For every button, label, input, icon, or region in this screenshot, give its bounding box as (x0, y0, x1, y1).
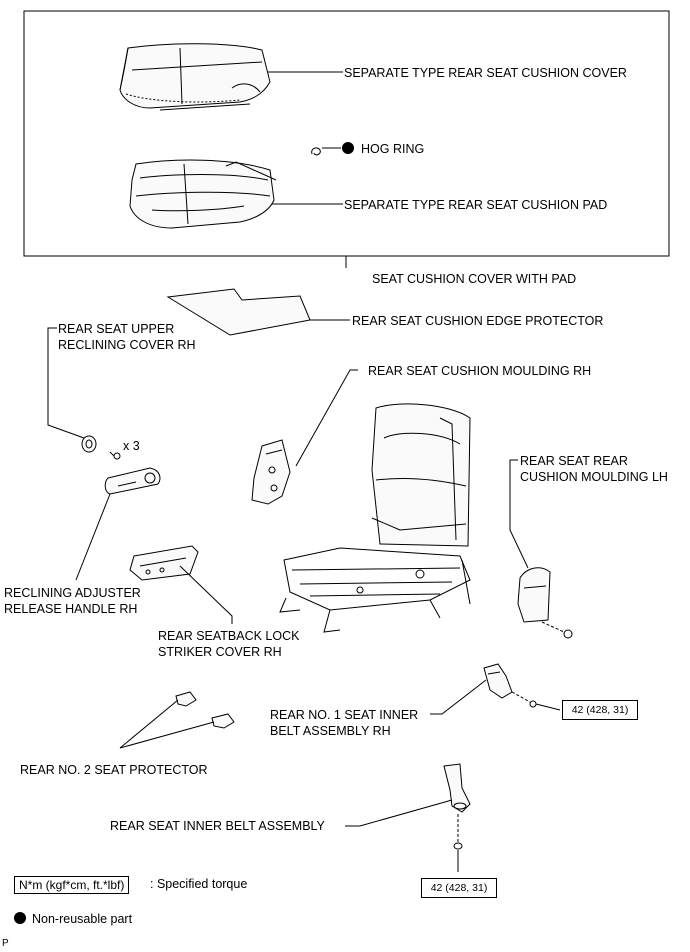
cushion-moulding-rh-drawing (251, 439, 291, 505)
label-striker-cover-line2: STRIKER COVER RH (158, 645, 282, 659)
striker-cover-drawing (129, 545, 199, 581)
no1-inner-belt-drawing (483, 663, 561, 711)
non-reusable-legend-dot (14, 912, 26, 924)
label-cushion-moulding-rh: REAR SEAT CUSHION MOULDING RH (368, 364, 592, 378)
rear-cushion-moulding-lh-drawing (517, 567, 551, 623)
hog-ring-drawing (311, 147, 321, 156)
label-rear-cushion-moulding-lh-line2: CUSHION MOULDING LH (520, 470, 668, 484)
seat-assembly-drawing (279, 403, 471, 633)
label-no1-inner-belt-line1: REAR NO. 1 SEAT INNER (270, 708, 419, 722)
label-edge-protector: REAR SEAT CUSHION EDGE PROTECTOR (352, 314, 604, 328)
label-inner-belt-assembly: REAR SEAT INNER BELT ASSEMBLY (110, 819, 325, 833)
label-no1-inner-belt-line2: BELT ASSEMBLY RH (270, 724, 391, 738)
label-upper-reclining-cover-line2: RECLINING COVER RH (58, 338, 196, 352)
label-striker-cover-line1: REAR SEATBACK LOCK (158, 629, 300, 643)
label-release-handle-line1: RECLINING ADJUSTER (4, 586, 141, 600)
inner-belt-assembly-drawing (443, 763, 471, 872)
cushion-cover-drawing (119, 43, 271, 111)
label-cushion-cover: SEPARATE TYPE REAR SEAT CUSHION COVER (344, 66, 627, 80)
cushion-group-frame (23, 10, 670, 257)
label-no2-seat-protector: REAR NO. 2 SEAT PROTECTOR (20, 763, 208, 777)
legend-torque-unit-box: N*m (kgf*cm, ft.*lbf) (14, 876, 130, 894)
cushion-pad-drawing (129, 159, 277, 229)
leader-lines (47, 71, 529, 827)
label-release-handle-line2: RELEASE HANDLE RH (4, 602, 138, 616)
release-handle-drawing (104, 467, 161, 495)
upper-reclining-cover-drawing (81, 435, 97, 453)
bolt-lh-drawing (541, 621, 573, 639)
label-cushion-pad: SEPARATE TYPE REAR SEAT CUSHION PAD (344, 198, 608, 212)
non-reusable-dot-hog-ring (342, 142, 354, 154)
screw-x3-drawing (109, 451, 121, 460)
torque-box-upper: 42 (428, 31) (562, 700, 638, 720)
no2-seat-protector-drawings (175, 691, 235, 729)
edge-protector-drawing (166, 288, 311, 336)
label-hog-ring: HOG RING (361, 142, 425, 156)
legend-non-reusable-text: Non-reusable part (32, 912, 133, 926)
label-upper-reclining-cover-line1: REAR SEAT UPPER (58, 322, 175, 336)
footer-code: P (2, 938, 9, 949)
label-cover-with-pad: SEAT CUSHION COVER WITH PAD (372, 272, 577, 286)
legend-torque-desc: : Specified torque (150, 877, 248, 891)
label-qty-x3: x 3 (123, 439, 140, 453)
torque-box-lower: 42 (428, 31) (421, 878, 497, 898)
label-rear-cushion-moulding-lh-line1: REAR SEAT REAR (520, 454, 628, 468)
